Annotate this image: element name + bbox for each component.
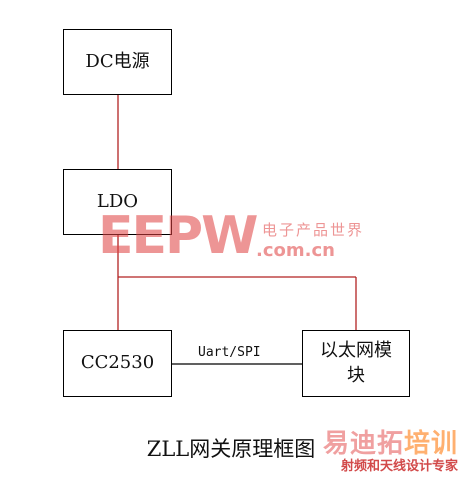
node-dc-power-label: DC电源 [85, 50, 150, 72]
node-ldo-label: LDO [96, 190, 139, 212]
node-dc-power: DC电源 [63, 29, 172, 95]
diagram-caption: ZLL网关原理框图 [146, 437, 316, 461]
watermark-eepw-cn: 电子产品世界 [262, 221, 365, 239]
node-cc2530-label: CC2530 [80, 352, 155, 374]
watermark-eepw: EEPW [98, 206, 259, 266]
logo-subtitle: 射频和天线设计专家 [340, 459, 458, 474]
node-ethernet-label-line1: 以太网模 [320, 340, 392, 362]
node-ethernet-module: 以太网模 块 [302, 330, 410, 397]
edge-label-uart-spi: Uart/SPI [198, 345, 261, 360]
watermark-logo: 易迪拓培训 射频和天线设计专家 [300, 421, 462, 478]
logo-text-main: 易迪拓 [322, 429, 404, 459]
logo-text-accent: 培训 [403, 429, 458, 459]
node-ethernet-label-line2: 块 [347, 364, 365, 386]
watermark-eepw-url: .com.cn [256, 240, 335, 261]
node-ldo: LDO [63, 169, 172, 235]
node-cc2530: CC2530 [63, 330, 172, 397]
